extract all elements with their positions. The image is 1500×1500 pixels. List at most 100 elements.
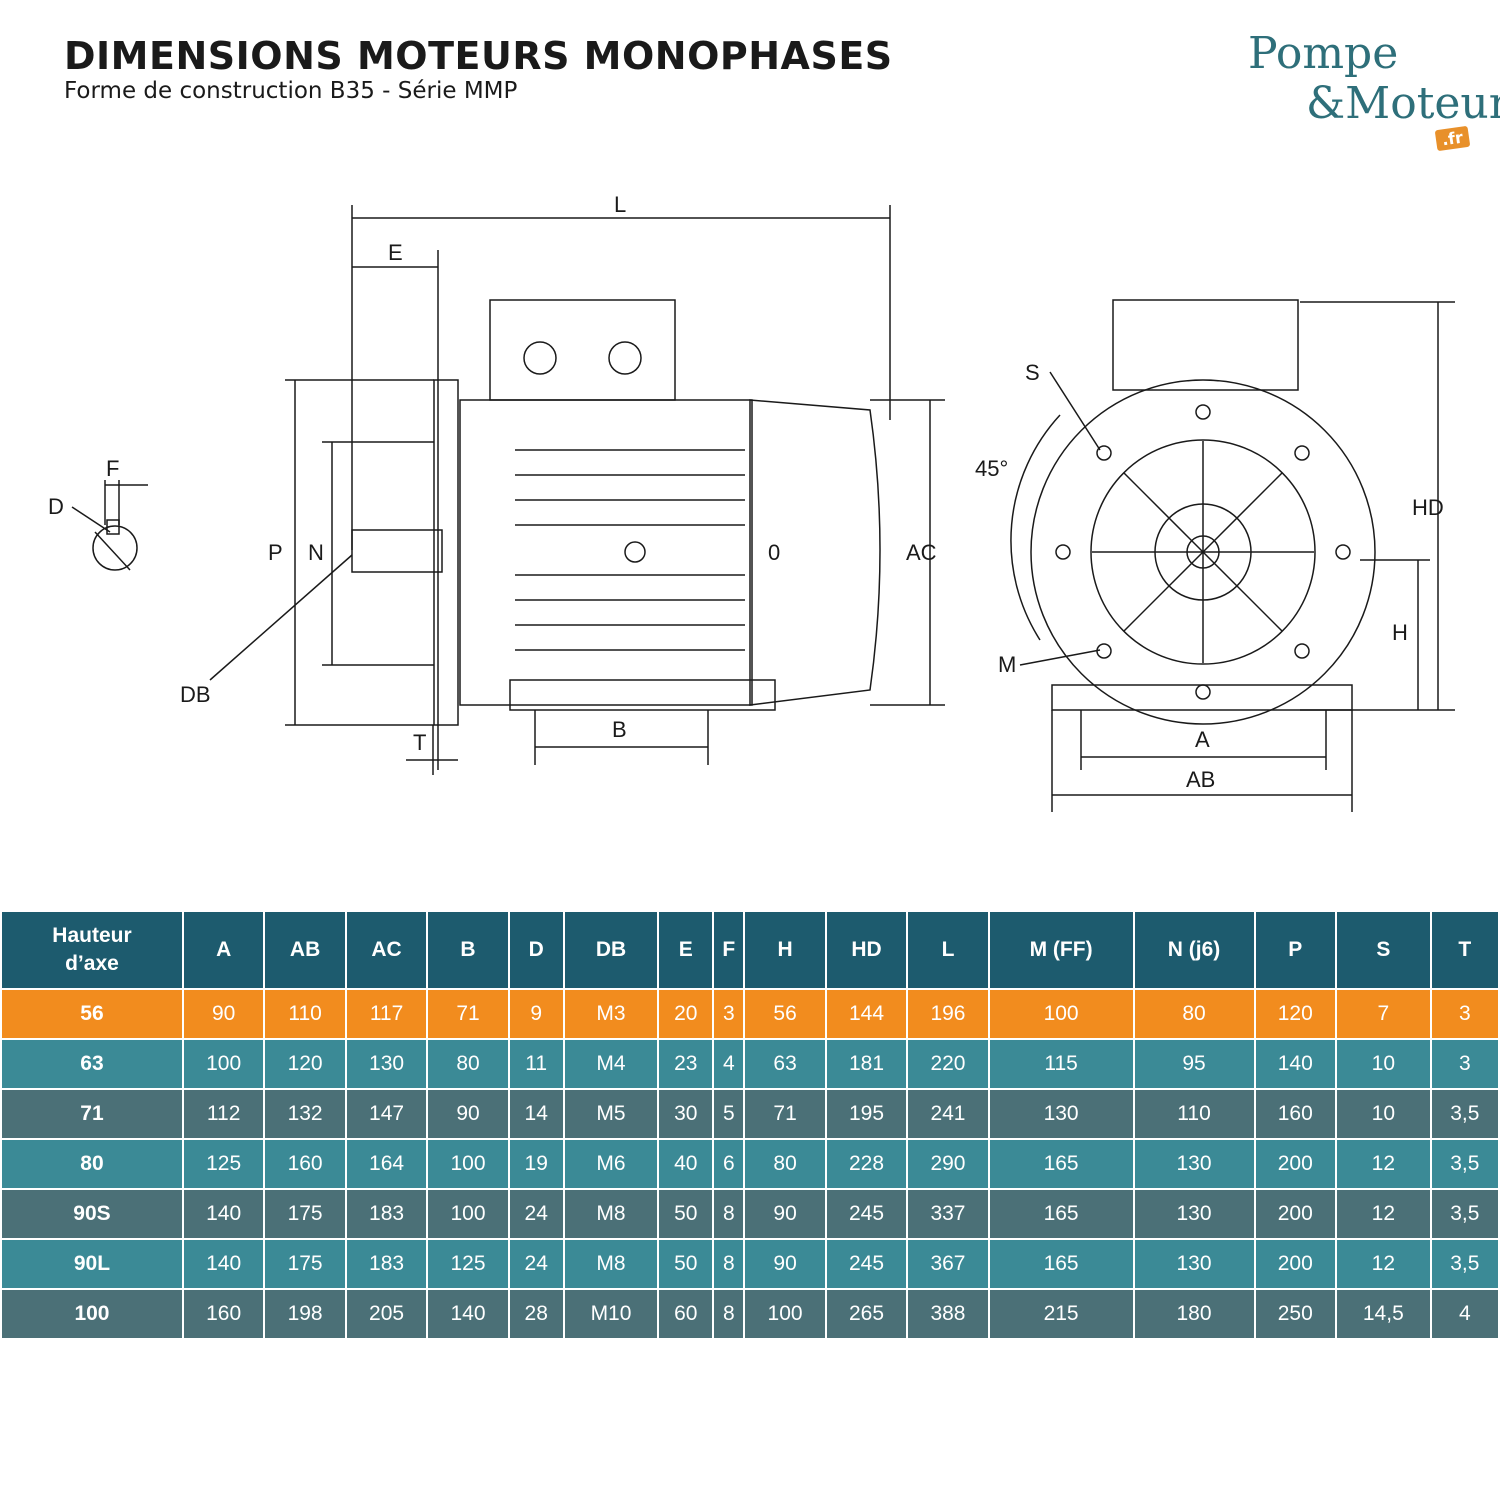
table-cell: 71 bbox=[428, 990, 508, 1038]
table-cell: 8 bbox=[714, 1290, 744, 1338]
axis-height-cell: 71 bbox=[2, 1090, 182, 1138]
table-cell: 112 bbox=[183, 1090, 264, 1138]
corner-line2: d’axe bbox=[65, 952, 119, 975]
table-cell: 28 bbox=[509, 1290, 563, 1338]
column-header: AC bbox=[346, 912, 427, 988]
table-cell: M4 bbox=[564, 1040, 658, 1088]
table-cell: 115 bbox=[989, 1040, 1133, 1088]
table-cell: 10 bbox=[1336, 1040, 1430, 1088]
logo-tld: .fr bbox=[1434, 125, 1471, 152]
table-cell: M3 bbox=[564, 990, 658, 1038]
table-cell: M8 bbox=[564, 1190, 658, 1238]
table-cell: M5 bbox=[564, 1090, 658, 1138]
motor-dimension-drawing: L E F D P N DB T B 0 AC S 45° M HD H A A… bbox=[48, 192, 1455, 812]
table-cell: M6 bbox=[564, 1140, 658, 1188]
table-cell: 5 bbox=[714, 1090, 744, 1138]
label-AB: AB bbox=[1186, 767, 1215, 792]
table-cell: 10 bbox=[1336, 1090, 1430, 1138]
table-cell: 4 bbox=[1431, 1290, 1498, 1338]
table-cell: 245 bbox=[826, 1190, 907, 1238]
table-cell: 12 bbox=[1336, 1190, 1430, 1238]
column-header: P bbox=[1255, 912, 1335, 988]
table-cell: 3 bbox=[1431, 1040, 1498, 1088]
column-header-axis-height: Hauteur d’axe bbox=[2, 912, 182, 988]
label-angle: 45° bbox=[975, 456, 1008, 481]
shaft bbox=[351, 529, 443, 573]
column-header: M (FF) bbox=[989, 912, 1133, 988]
label-S: S bbox=[1025, 360, 1040, 385]
label-N: N bbox=[308, 540, 324, 565]
table-cell: 80 bbox=[428, 1040, 508, 1088]
table-cell: 50 bbox=[659, 1240, 713, 1288]
label-O: 0 bbox=[768, 540, 780, 565]
table-cell: 165 bbox=[989, 1140, 1133, 1188]
table-cell: 140 bbox=[1255, 1040, 1335, 1088]
table-cell: 100 bbox=[989, 990, 1133, 1038]
table-cell: 50 bbox=[659, 1190, 713, 1238]
table-cell: 250 bbox=[1255, 1290, 1335, 1338]
label-D: D bbox=[48, 494, 64, 519]
table-cell: 110 bbox=[265, 990, 345, 1038]
axis-height-cell: 90S bbox=[2, 1190, 182, 1238]
table-cell: 9 bbox=[509, 990, 563, 1038]
table-cell: 90 bbox=[745, 1190, 825, 1238]
table-cell: 80 bbox=[745, 1140, 825, 1188]
table-cell: 160 bbox=[183, 1290, 264, 1338]
table-cell: 100 bbox=[745, 1290, 825, 1338]
table-cell: 241 bbox=[908, 1090, 988, 1138]
table-cell: 205 bbox=[346, 1290, 427, 1338]
column-header: N (j6) bbox=[1134, 912, 1254, 988]
table-header-row: Hauteur d’axe A AB AC B D DB E F H HD L … bbox=[2, 912, 1498, 988]
table-cell: 4 bbox=[714, 1040, 744, 1088]
table-cell: 195 bbox=[826, 1090, 907, 1138]
table-cell: 245 bbox=[826, 1240, 907, 1288]
page-subtitle: Forme de construction B35 - Série MMP bbox=[64, 78, 518, 104]
table-cell: 12 bbox=[1336, 1240, 1430, 1288]
table-cell: 110 bbox=[1134, 1090, 1254, 1138]
table-cell: 130 bbox=[989, 1090, 1133, 1138]
table-cell: 71 bbox=[745, 1090, 825, 1138]
angle-arc bbox=[1010, 414, 1061, 641]
table-cell: 63 bbox=[745, 1040, 825, 1088]
table-cell: 290 bbox=[908, 1140, 988, 1188]
logo-line1: Pompe bbox=[1248, 28, 1399, 79]
key-rect bbox=[106, 519, 120, 535]
column-header: H bbox=[745, 912, 825, 988]
table-cell: 3,5 bbox=[1431, 1140, 1498, 1188]
motor-feet bbox=[509, 679, 776, 711]
table-cell: 56 bbox=[745, 990, 825, 1038]
table-cell: 24 bbox=[509, 1240, 563, 1288]
table-cell: M8 bbox=[564, 1240, 658, 1288]
table-cell: 165 bbox=[989, 1240, 1133, 1288]
shaft-section-circle bbox=[92, 525, 138, 571]
label-L: L bbox=[614, 192, 626, 217]
table-cell: 3 bbox=[1431, 990, 1498, 1038]
table-cell: 140 bbox=[183, 1240, 264, 1288]
fan-cover bbox=[749, 399, 881, 706]
table-cell: 7 bbox=[1336, 990, 1430, 1038]
table-cell: 120 bbox=[265, 1040, 345, 1088]
column-header: HD bbox=[826, 912, 907, 988]
table-cell: 3,5 bbox=[1431, 1090, 1498, 1138]
table-cell: 14,5 bbox=[1336, 1290, 1430, 1338]
page-title: DIMENSIONS MOTEURS MONOPHASES bbox=[64, 34, 893, 78]
column-header: A bbox=[183, 912, 264, 988]
table-cell: 90 bbox=[428, 1090, 508, 1138]
table-cell: 140 bbox=[428, 1290, 508, 1338]
table-cell: 30 bbox=[659, 1090, 713, 1138]
table-cell: 117 bbox=[346, 990, 427, 1038]
column-header: B bbox=[428, 912, 508, 988]
motor-body bbox=[459, 399, 753, 706]
table-cell: 175 bbox=[265, 1190, 345, 1238]
label-H: H bbox=[1392, 620, 1408, 645]
table-cell: 125 bbox=[428, 1240, 508, 1288]
terminal-box bbox=[489, 299, 676, 401]
table-cell: 140 bbox=[183, 1190, 264, 1238]
table-cell: 198 bbox=[265, 1290, 345, 1338]
